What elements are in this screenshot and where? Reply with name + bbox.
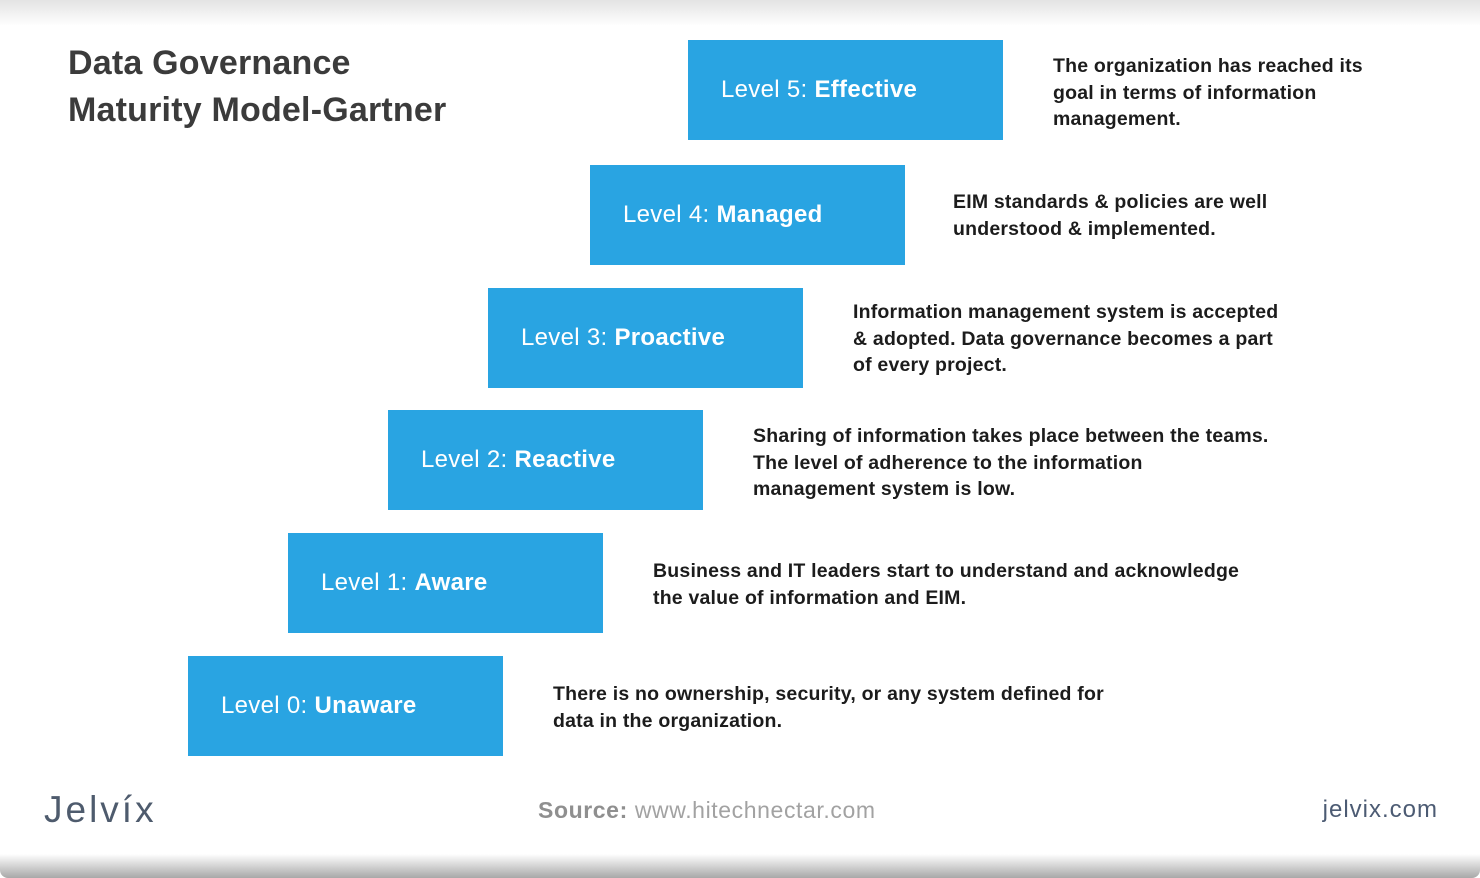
- level-0-box: Level 0: Unaware: [188, 656, 503, 756]
- level-5-label: Level 5: Effective: [721, 76, 917, 104]
- level-4-description: EIM standards & policies are well unders…: [953, 191, 1268, 240]
- level-3-description: Information management system is accepte…: [853, 301, 1279, 376]
- level-0-description: There is no ownership, security, or any …: [553, 683, 1104, 732]
- level-5-name: Effective: [814, 76, 918, 103]
- level-1-box: Level 1: Aware: [288, 533, 603, 633]
- level-3-box: Level 3: Proactive: [488, 288, 803, 388]
- level-2-prefix: Level 2:: [421, 446, 515, 473]
- level-2-box: Level 2: Reactive: [388, 410, 703, 510]
- level-3-prefix: Level 3:: [521, 324, 615, 351]
- source-url: www.hitechnectar.com: [627, 797, 876, 823]
- jelvix-logo: Jelvíx: [44, 789, 157, 830]
- level-5-box: Level 5: Effective: [688, 40, 1003, 140]
- level-4-prefix: Level 4:: [623, 201, 717, 228]
- source-attribution: Source: www.hitechnectar.com: [538, 797, 876, 824]
- level-2-label: Level 2: Reactive: [421, 446, 616, 474]
- jelvix-website-link: jelvix.com: [1322, 796, 1438, 823]
- level-1-prefix: Level 1:: [321, 569, 415, 596]
- page-title-line2: Maturity Model-Gartner: [68, 91, 447, 129]
- level-4-box: Level 4: Managed: [590, 165, 905, 265]
- page-title-line1: Data Governance: [68, 44, 351, 82]
- level-4-name: Managed: [716, 201, 823, 228]
- level-5-prefix: Level 5:: [721, 76, 815, 103]
- level-1-label: Level 1: Aware: [321, 569, 488, 597]
- level-1-description: Business and IT leaders start to underst…: [653, 560, 1240, 609]
- level-0-label: Level 0: Unaware: [221, 692, 417, 720]
- page-title: Data Governance Maturity Model-Gartner: [68, 40, 446, 134]
- level-3-label: Level 3: Proactive: [521, 324, 725, 352]
- level-3-name: Proactive: [614, 324, 726, 351]
- level-2-name: Reactive: [514, 446, 616, 473]
- level-0-prefix: Level 0:: [221, 692, 315, 719]
- top-edge-shadow: [0, 0, 1480, 26]
- level-0-name: Unaware: [314, 692, 417, 719]
- level-5-description: The organization has reached its goal in…: [1053, 55, 1363, 130]
- level-4-label: Level 4: Managed: [623, 201, 823, 229]
- level-2-description: Sharing of information takes place betwe…: [753, 425, 1269, 500]
- bottom-edge-shadow: [0, 854, 1480, 878]
- source-label: Source:: [538, 797, 628, 823]
- level-1-name: Aware: [414, 569, 488, 596]
